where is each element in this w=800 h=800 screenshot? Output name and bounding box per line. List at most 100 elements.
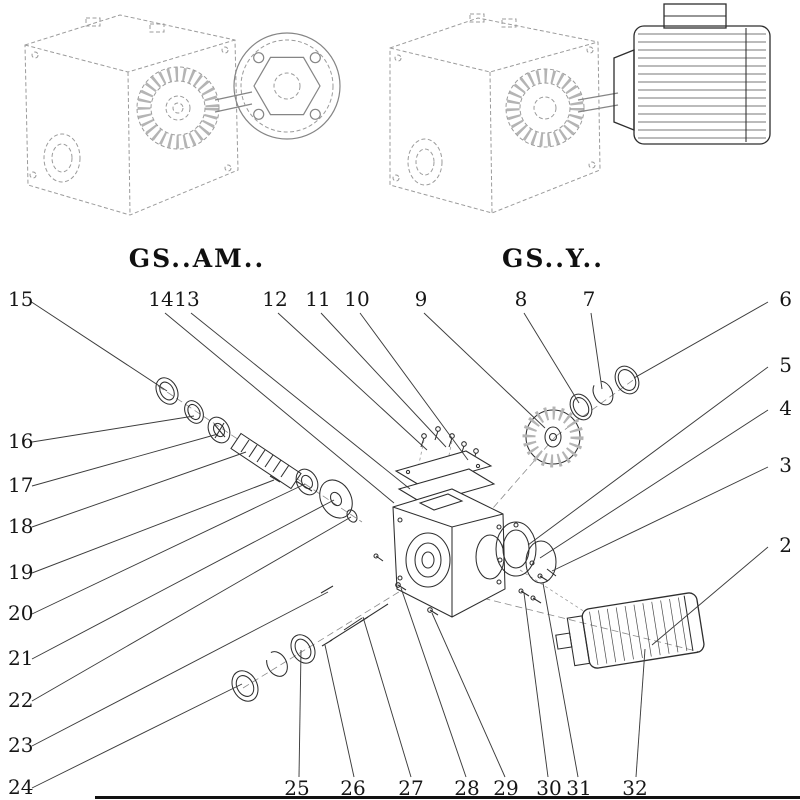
gear-outer-circle [505, 68, 585, 148]
gear-and-rings [522, 365, 640, 468]
flange-bolt-hole [309, 52, 321, 64]
callout-20: 20 [8, 601, 33, 625]
bearing-hatch [214, 422, 225, 439]
retaining-ring-inner [187, 403, 201, 421]
leader-line-30 [523, 592, 549, 778]
mount-screw-head [518, 588, 524, 594]
callout-8: 8 [515, 287, 528, 311]
motor-fin [606, 608, 617, 663]
input-flange-outer [233, 32, 341, 140]
housing-front-edge [127, 71, 131, 216]
leader-line-17 [31, 433, 219, 487]
callout-14: 14 [148, 287, 173, 311]
gear-teeth [522, 406, 584, 468]
gear-hub-circle [165, 95, 191, 121]
leader-line-28 [400, 587, 467, 778]
worm-shaft [230, 432, 302, 490]
callout-7: 7 [583, 287, 596, 311]
gear-housing [392, 488, 506, 618]
input-shaft-line [577, 104, 619, 113]
view-gs-y: GS..Y.. [389, 3, 771, 273]
cover-screw-head [435, 426, 441, 432]
motor-fin [624, 605, 634, 660]
output-shaft-tip [321, 639, 333, 647]
leader-line-22 [31, 516, 352, 702]
cover-bolt-hole [513, 522, 519, 528]
bearing-inner [212, 422, 226, 438]
worm-thread [264, 454, 274, 468]
circlip-2 [266, 651, 288, 677]
callout-22: 22 [8, 688, 33, 712]
o-ring-small [346, 509, 358, 523]
keyway-line [343, 617, 363, 631]
callout-21: 21 [8, 646, 33, 670]
electric-motor [613, 3, 771, 145]
leader-line-18 [31, 451, 247, 528]
cover-bolt-hole [529, 560, 535, 566]
motor-fin [633, 604, 643, 659]
callout-4: 4 [779, 396, 792, 420]
spacer-ring-inner [572, 397, 590, 417]
leader-line-24 [31, 683, 243, 789]
leader-line-14 [164, 312, 395, 504]
output-shaft-assembly [231, 553, 439, 702]
leader-line-16 [31, 415, 195, 443]
bearing [207, 416, 231, 444]
motor-fin [669, 598, 679, 653]
bolt-hole [31, 51, 39, 59]
leader-line-20 [31, 483, 306, 615]
bolt-hole [586, 46, 594, 54]
housing-top-edge [24, 39, 236, 73]
gasket [397, 468, 496, 505]
motor-fin [615, 607, 625, 661]
bolt-hole [29, 171, 37, 179]
bolt-hole [588, 161, 596, 169]
callout-15: 15 [8, 287, 33, 311]
leader-line-27 [362, 616, 412, 778]
leader-line-23 [31, 591, 329, 747]
housing-bore-center [421, 551, 435, 569]
worm-thread [248, 444, 258, 458]
callout-2: 2 [779, 533, 792, 557]
cover-screw-shank [448, 437, 453, 448]
view-label-gs-y: GS..Y.. [502, 244, 604, 273]
gear-hatch-ring [137, 67, 219, 149]
bearing-2-inner [300, 474, 314, 490]
gear-hatch-ring [506, 69, 584, 147]
leader-line-26 [324, 644, 355, 778]
gear-bore [548, 432, 558, 442]
gearbox-housing-outline [24, 14, 239, 216]
small-screw-shank [375, 555, 384, 562]
leader-line-13 [190, 312, 411, 490]
flange-bolt-hole [253, 52, 265, 64]
motor-fin [660, 600, 670, 654]
flange-hexagon [253, 56, 321, 116]
output-shaft-step [359, 603, 389, 623]
small-screw-head [373, 553, 379, 559]
mount-screw-head [530, 595, 536, 601]
oil-seal [155, 377, 179, 405]
leader-line-15 [29, 300, 168, 392]
housing-screw-shank [397, 584, 407, 591]
housing-bolt-boss [397, 517, 403, 523]
flange-bolt-hole [253, 108, 265, 120]
end-washer [231, 670, 259, 702]
set-pin [269, 475, 281, 483]
motor-body [581, 592, 705, 669]
housing-screw-shank [429, 609, 439, 616]
leader-line-6 [633, 301, 769, 379]
callout-9: 9 [415, 287, 428, 311]
leader-line-10 [359, 312, 469, 461]
flange-center-hole [273, 72, 301, 100]
mount-screw-shank [539, 575, 549, 582]
gear-hub [544, 426, 562, 448]
shaft-key [320, 585, 334, 594]
motor-fin [678, 597, 688, 651]
callout-24: 24 [8, 775, 33, 799]
output-cover [495, 521, 537, 577]
housing-bolt-boss [496, 579, 502, 585]
worm-thread [240, 439, 250, 453]
front-bore-inner [415, 148, 435, 176]
